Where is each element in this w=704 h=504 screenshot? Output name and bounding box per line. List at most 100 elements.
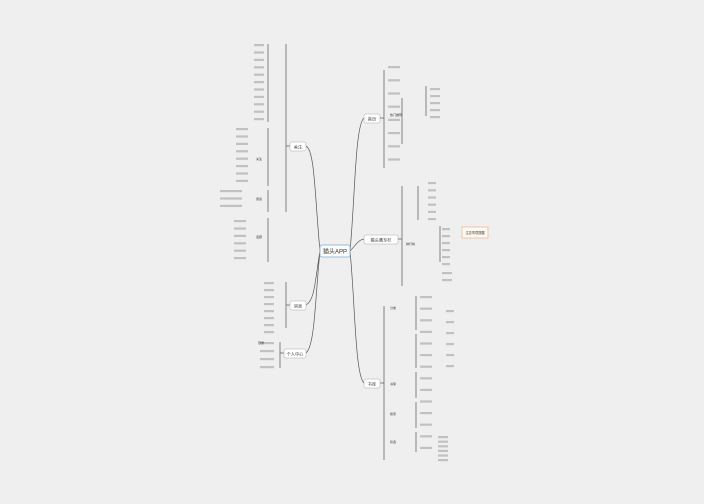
leaf-node bbox=[234, 257, 246, 260]
leaf-node bbox=[254, 44, 264, 47]
leaf-node bbox=[236, 157, 248, 160]
leaf-node bbox=[236, 165, 248, 168]
leaf-node bbox=[264, 324, 274, 327]
leaf-node bbox=[236, 135, 248, 138]
leaf-node bbox=[446, 343, 454, 346]
leaf-node bbox=[220, 204, 242, 207]
leaf-node bbox=[264, 289, 274, 292]
leaf-node bbox=[234, 242, 246, 245]
leaf-node bbox=[428, 218, 436, 221]
leaf-node bbox=[420, 412, 432, 415]
leaf-node bbox=[234, 249, 246, 252]
leaf-node bbox=[420, 388, 432, 391]
sub-hot: 热门推荐 bbox=[390, 112, 402, 117]
edge-center-follow bbox=[305, 145, 321, 252]
leaf-node bbox=[428, 196, 436, 199]
leaf-node bbox=[446, 332, 454, 335]
leaf-node bbox=[428, 189, 436, 192]
branch-library-label: 书库 bbox=[368, 381, 376, 388]
leaf-node bbox=[442, 242, 450, 245]
branch-home[interactable]: 首页 bbox=[363, 113, 381, 124]
leaf-node bbox=[420, 446, 432, 449]
leaf-node bbox=[442, 235, 450, 238]
edge-center-message bbox=[305, 250, 321, 306]
note-box: 注意事项提醒 bbox=[461, 226, 489, 239]
branch-home-label: 首页 bbox=[368, 116, 376, 123]
leaf-node bbox=[420, 354, 432, 357]
leaf-node bbox=[420, 319, 432, 322]
sub-ranking: 排行榜 bbox=[406, 241, 415, 246]
sub-search: 搜索 bbox=[390, 411, 396, 416]
leaf-node bbox=[236, 142, 248, 145]
leaf-node bbox=[254, 95, 264, 98]
leaf-node bbox=[264, 331, 274, 334]
leaf-node bbox=[260, 358, 274, 361]
leaf-node bbox=[428, 182, 436, 185]
leaf-node bbox=[446, 354, 454, 357]
leaf-node bbox=[234, 227, 246, 230]
leaf-node bbox=[438, 440, 448, 443]
leaf-node bbox=[388, 132, 400, 135]
leaf-node bbox=[260, 342, 274, 345]
leaf-node bbox=[442, 228, 450, 231]
leaf-node bbox=[430, 102, 440, 105]
leaf-node bbox=[438, 445, 448, 448]
leaf-node bbox=[254, 88, 264, 91]
sub-nodes: 热门推荐 排行榜 分类 关注 阅读 话题 书架 搜索 筛选 登录 bbox=[256, 112, 415, 444]
branch-follow[interactable]: 关注 bbox=[289, 141, 307, 152]
leaf-node bbox=[438, 454, 448, 457]
sub-category: 分类 bbox=[390, 305, 396, 310]
leaf-nodes bbox=[220, 44, 454, 462]
leaf-node bbox=[388, 118, 400, 121]
edge-center-profile bbox=[305, 250, 321, 354]
sub-topic: 话题 bbox=[256, 234, 262, 239]
edge-center-discover bbox=[349, 238, 365, 252]
sub-shelf: 书架 bbox=[390, 381, 396, 386]
leaf-node bbox=[254, 73, 264, 76]
leaf-node bbox=[446, 365, 454, 368]
leaf-node bbox=[236, 179, 248, 182]
leaf-node bbox=[254, 110, 264, 113]
leaf-node bbox=[234, 220, 246, 223]
edge-center-library bbox=[349, 250, 365, 384]
leaf-node bbox=[264, 310, 274, 313]
center-node[interactable]: 猫头APP bbox=[319, 244, 351, 258]
leaf-node bbox=[236, 128, 248, 131]
sub-login: 登录 bbox=[258, 340, 264, 345]
note-text: 注意事项提醒 bbox=[465, 230, 485, 235]
leaf-node bbox=[420, 423, 432, 426]
leaf-node bbox=[220, 190, 242, 193]
leaf-node bbox=[388, 66, 400, 69]
leaf-node bbox=[420, 377, 432, 380]
leaf-node bbox=[264, 303, 274, 306]
leaf-node bbox=[438, 449, 448, 452]
leaf-node bbox=[420, 342, 432, 345]
branch-message[interactable]: 消息 bbox=[289, 300, 307, 311]
leaf-node bbox=[430, 109, 440, 112]
branch-profile-label: 个人中心 bbox=[287, 351, 305, 358]
sub-reading: 阅读 bbox=[256, 196, 262, 201]
leaf-node bbox=[254, 66, 264, 69]
branch-discover[interactable]: 猫头鹰专栏 bbox=[363, 234, 399, 245]
leaf-node bbox=[388, 145, 400, 148]
leaf-node bbox=[430, 116, 440, 119]
leaf-node bbox=[420, 400, 432, 403]
leaf-node bbox=[442, 263, 450, 266]
leaf-node bbox=[420, 296, 432, 299]
leaf-node bbox=[438, 436, 448, 439]
leaf-node bbox=[236, 150, 248, 153]
leaf-node bbox=[254, 58, 264, 61]
branch-message-label: 消息 bbox=[294, 303, 302, 310]
leaf-node bbox=[260, 350, 274, 353]
leaf-node bbox=[260, 366, 274, 369]
branch-library[interactable]: 书库 bbox=[363, 378, 381, 389]
edge-center-home bbox=[349, 117, 365, 252]
branch-discover-label: 猫头鹰专栏 bbox=[371, 237, 392, 244]
leaf-node bbox=[388, 158, 400, 161]
leaf-node bbox=[446, 321, 454, 324]
branch-profile[interactable]: 个人中心 bbox=[283, 348, 307, 359]
leaf-node bbox=[438, 459, 448, 462]
leaf-node bbox=[446, 310, 454, 313]
leaf-node bbox=[442, 272, 452, 275]
